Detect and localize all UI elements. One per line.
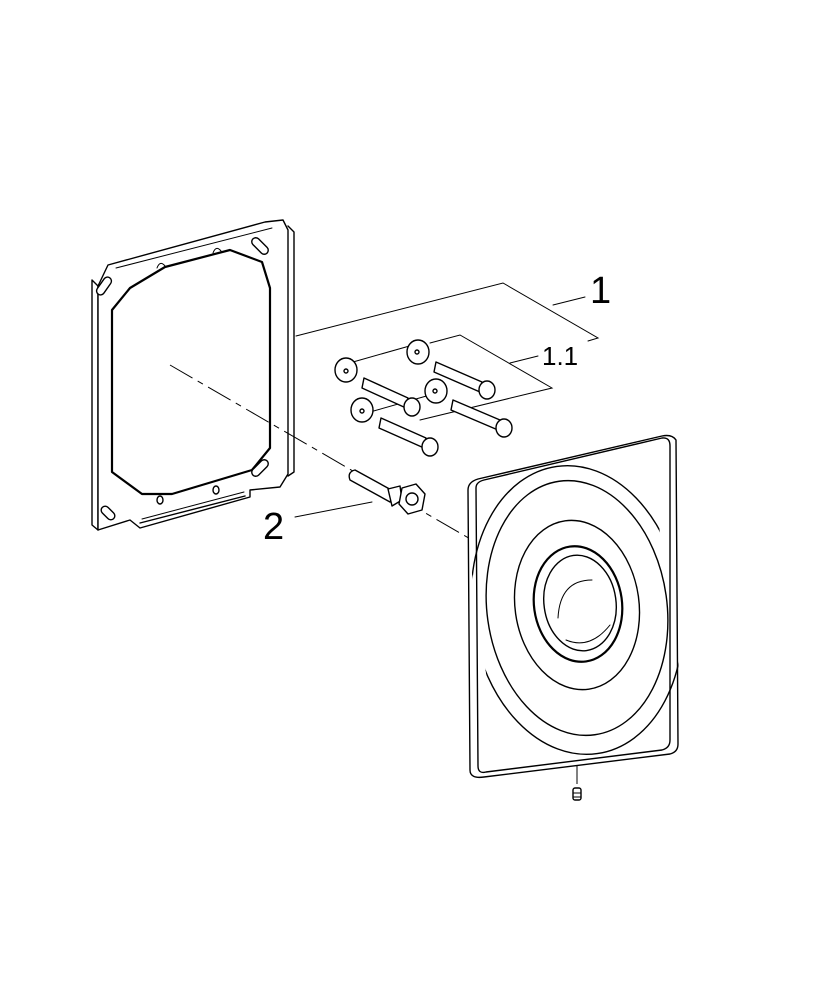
leader-lines: [294, 282, 600, 518]
mounting-frame: [91, 219, 295, 531]
screw-washer-set: [334, 339, 513, 457]
callout-label-1: 1: [590, 270, 612, 312]
axis-line: [169, 364, 473, 541]
grub-screw: [572, 787, 582, 801]
callout-label-1-1: 1.1: [542, 341, 579, 371]
callout-label-2: 2: [263, 506, 285, 548]
cover-plate: [467, 434, 684, 779]
actuator-rod: [348, 469, 426, 515]
